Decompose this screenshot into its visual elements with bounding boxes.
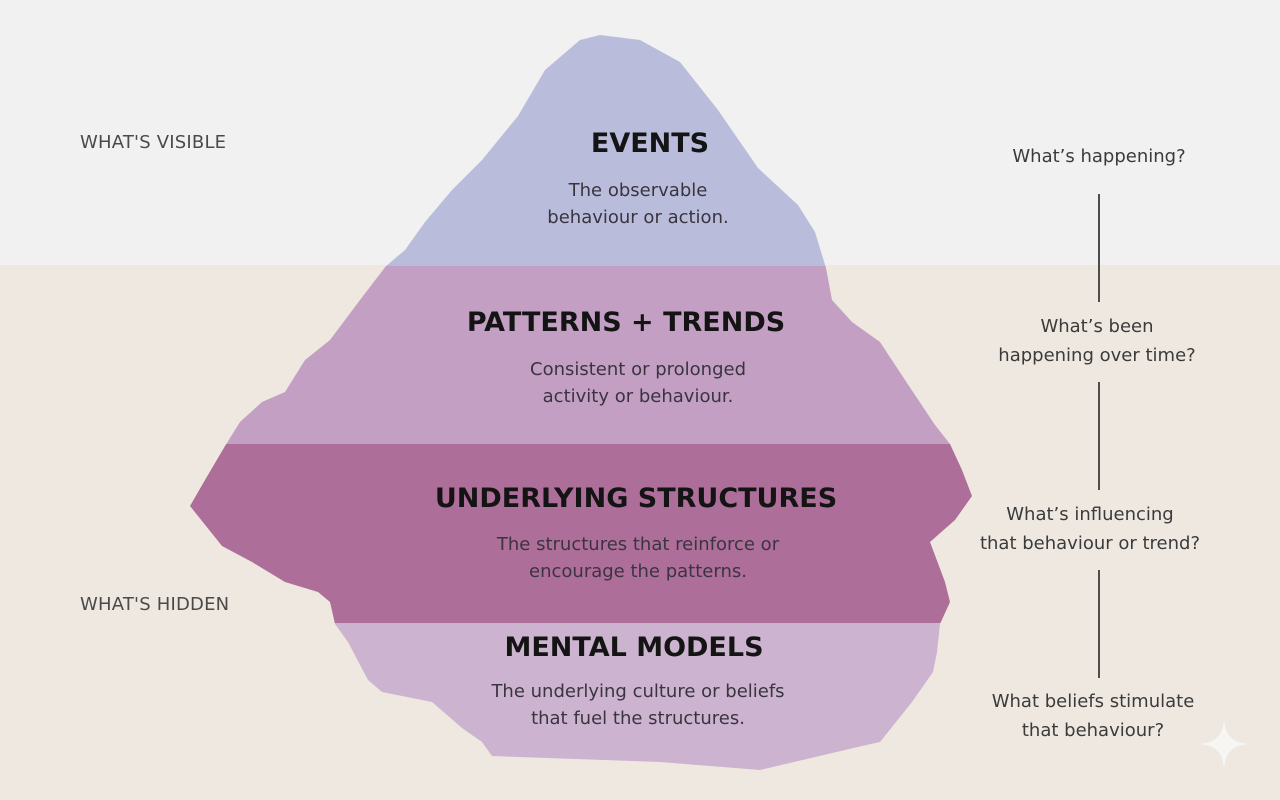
question-mental-models-line: What beliefs stimulate [991,691,1195,712]
question-structures: What’s influencing that behaviour or tre… [940,500,1240,558]
mental-models-description-line: The underlying culture or beliefs [491,681,785,702]
question-patterns-trends: What’s been happening over time? [947,312,1247,370]
whats-visible-label: WHAT'S VISIBLE [80,132,227,153]
mental-models-description: The underlying culture or beliefs that f… [448,678,828,732]
events-description: The observable behaviour or action. [488,177,788,231]
events-description-line: behaviour or action. [547,207,729,228]
sparkle-icon [1200,720,1248,768]
whats-hidden-label: WHAT'S HIDDEN [80,594,230,615]
layer-band-structures [190,444,972,623]
question-events-line: What’s happening? [1012,146,1186,167]
patterns-trends-title: PATTERNS + TRENDS [466,307,786,338]
underlying-structures-description: The structures that reinforce or encoura… [458,531,818,585]
question-patterns-trends-line: What’s been [1040,316,1154,337]
patterns-trends-description: Consistent or prolonged activity or beha… [488,356,788,410]
question-mental-models-line: that behaviour? [1021,720,1165,741]
mental-models-description-line: that fuel the structures. [531,708,745,729]
events-description-line: The observable [568,180,708,201]
connector-line [1098,382,1100,490]
mental-models-title: MENTAL MODELS [504,632,764,663]
question-patterns-trends-line: happening over time? [998,345,1196,366]
underlying-structures-title: UNDERLYING STRUCTURES [434,483,838,514]
question-structures-line: What’s influencing [1006,504,1174,525]
question-structures-line: that behaviour or trend? [979,533,1201,554]
underlying-structures-description-line: encourage the patterns. [529,561,747,582]
question-events: What’s happening? [949,142,1249,171]
connector-line [1098,194,1100,302]
question-mental-models: What beliefs stimulate that behaviour? [943,687,1243,745]
underlying-structures-description-line: The structures that reinforce or [496,534,780,555]
events-title: EVENTS [590,128,710,159]
patterns-trends-description-line: activity or behaviour. [542,386,734,407]
connector-line [1098,570,1100,678]
patterns-trends-description-line: Consistent or prolonged [530,359,746,380]
